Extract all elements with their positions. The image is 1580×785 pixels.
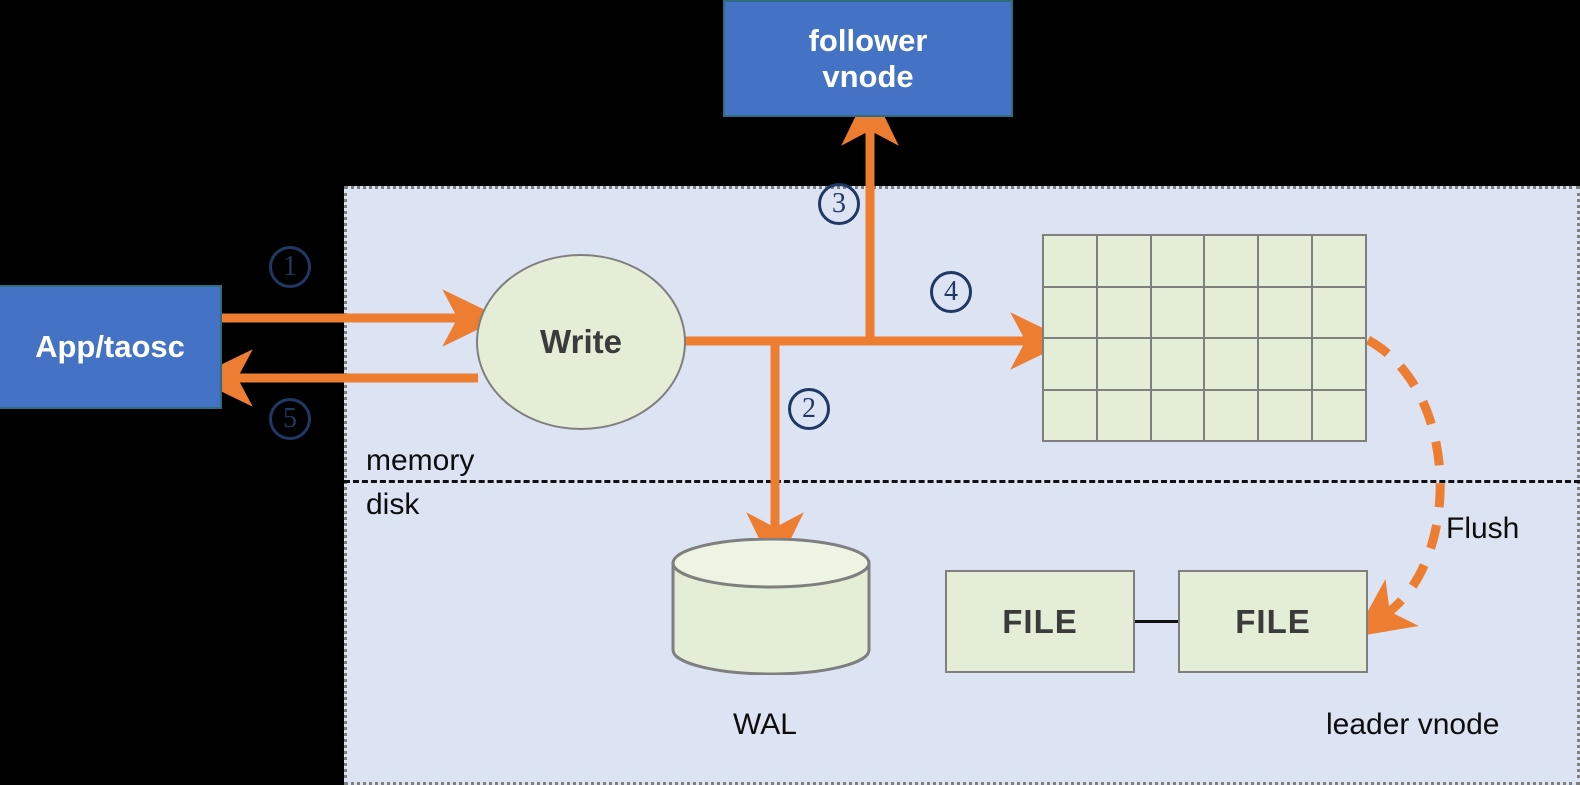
memtable-cell: [1044, 339, 1096, 389]
memtable-cell: [1313, 339, 1365, 389]
memory-label: memory: [366, 444, 475, 477]
app-taosc-label: App/taosc: [35, 329, 185, 365]
leader-vnode-label: leader vnode: [1326, 708, 1500, 741]
memtable-cell: [1044, 287, 1096, 337]
step-badge-3: 3: [818, 183, 860, 225]
follower-vnode-label: follower vnode: [809, 23, 928, 94]
memtable-grid: [1042, 234, 1367, 442]
memtable-cell: [1205, 236, 1258, 286]
memtable-cell: [1313, 287, 1365, 337]
memtable-cell: [1097, 390, 1150, 440]
memtable-cell: [1044, 236, 1096, 286]
memtable-cell: [1097, 339, 1150, 389]
memtable-cell: [1044, 390, 1096, 440]
memtable-cell: [1097, 287, 1150, 337]
memtable-cell: [1151, 287, 1204, 337]
memtable-cell: [1259, 390, 1312, 440]
memtable-cell: [1151, 339, 1204, 389]
file-box-1-label: FILE: [1002, 602, 1078, 640]
write-node[interactable]: Write: [476, 254, 686, 430]
flush-label: Flush: [1446, 512, 1520, 545]
memory-disk-divider: [344, 480, 1580, 483]
memtable-cell: [1259, 287, 1312, 337]
file-box-1[interactable]: FILE: [945, 570, 1135, 673]
follower-vnode-label-line1: follower: [808, 22, 928, 58]
app-taosc-box[interactable]: App/taosc: [0, 285, 222, 409]
memtable-cell: [1259, 236, 1312, 286]
memtable-cell: [1205, 339, 1258, 389]
memtable-cell: [1151, 236, 1204, 286]
file-box-2[interactable]: FILE: [1178, 570, 1368, 673]
memtable-cell: [1205, 287, 1258, 337]
write-label: Write: [540, 323, 622, 360]
disk-label: disk: [366, 488, 420, 521]
memtable-cell: [1313, 390, 1365, 440]
memtable-cell: [1313, 236, 1365, 286]
memtable-cell: [1259, 339, 1312, 389]
wal-label: WAL: [733, 708, 797, 741]
step-badge-5: 5: [269, 398, 311, 440]
memtable-cell: [1097, 236, 1150, 286]
memtable-cell: [1205, 390, 1258, 440]
wal-cylinder: [671, 537, 871, 676]
follower-vnode-box[interactable]: follower vnode: [723, 0, 1013, 117]
file-link-connector: [1135, 620, 1178, 623]
file-box-2-label: FILE: [1235, 602, 1311, 640]
memtable-cell: [1151, 390, 1204, 440]
follower-vnode-label-line2: vnode: [822, 58, 914, 94]
step-badge-2: 2: [788, 388, 830, 430]
step-badge-4: 4: [930, 271, 972, 313]
step-badge-1: 1: [269, 246, 311, 288]
